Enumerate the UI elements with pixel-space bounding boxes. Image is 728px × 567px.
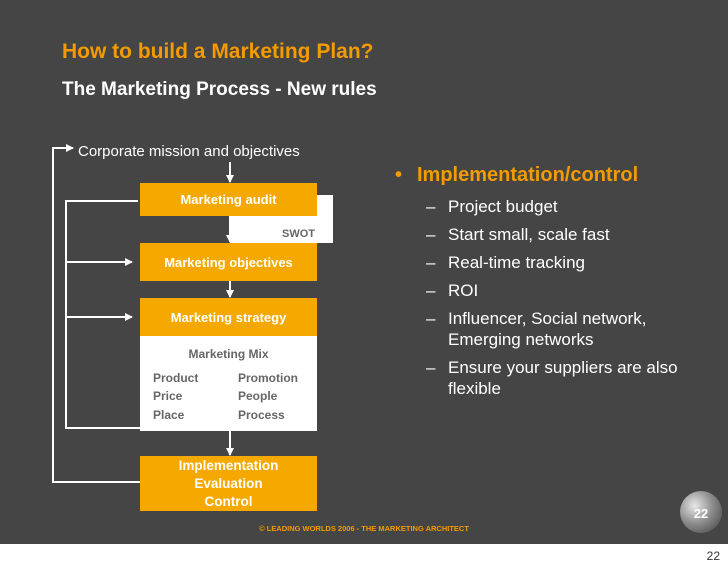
sub-bullet: –Real-time tracking [395,252,715,273]
marketing-strategy-label: Marketing strategy [170,309,287,325]
evaluation-label: Evaluation [194,475,263,491]
implementation-box: Implementation Evaluation Control [140,456,317,511]
sub-bullet: –Ensure your suppliers are also flexible [395,357,715,399]
bullet-list: •Implementation/control –Project budget … [395,164,715,399]
dash-icon: – [426,309,436,328]
process-connectors [52,144,234,483]
mix-item-price: Price [153,389,183,403]
control-label: Control [204,493,253,509]
marketing-mix-box: Marketing Mix Product Price Place Promot… [140,336,317,431]
dash-icon: – [426,358,436,377]
marketing-strategy-box: Marketing strategy [140,298,317,336]
corporate-mission-label: Corporate mission and objectives [78,143,300,160]
dash-icon: – [426,225,436,244]
slide-number: 22 [693,506,709,521]
marketing-audit-box: Marketing audit [140,183,317,216]
marketing-mix-title: Marketing Mix [188,347,269,361]
sub-bullet-text: Project budget [448,197,558,216]
sub-bullet: –Project budget [395,196,715,217]
sub-bullet: –Start small, scale fast [395,224,715,245]
mix-item-process: Process [238,408,285,422]
footer-copyright: © LEADING WORLDS 2006 - THE MARKETING AR… [259,524,469,533]
main-bullet-text: Implementation/control [417,164,639,186]
sub-bullet-text: Influencer, Social network, Emerging net… [448,309,647,349]
marketing-audit-label: Marketing audit [180,192,277,207]
dash-icon: – [426,281,436,300]
mix-item-people: People [238,389,278,403]
slide-title: How to build a Marketing Plan? [62,40,374,63]
main-bullet: • Implementation/control [395,164,715,187]
mix-item-promotion: Promotion [238,371,298,385]
sub-bullet-text: Real-time tracking [448,253,585,272]
implementation-label: Implementation [178,457,279,473]
sub-bullet-text: Start small, scale fast [448,225,610,244]
mix-item-place: Place [153,408,185,422]
slide: How to build a Marketing Plan? The Marke… [0,0,728,544]
swot-label: SWOT [282,228,315,240]
globe-icon: 22 [680,491,722,533]
sub-bullet-text: ROI [448,281,479,300]
sub-bullet: –ROI [395,280,715,301]
dash-icon: – [426,253,436,272]
page-number: 22 [706,549,720,563]
marketing-objectives-box: Marketing objectives [140,243,317,281]
sub-bullet-text: Ensure your suppliers are also flexible [448,358,678,398]
slide-subtitle: The Marketing Process - New rules [62,79,377,100]
sub-bullet: –Influencer, Social network, Emerging ne… [395,308,715,350]
marketing-objectives-label: Marketing objectives [164,254,293,270]
mix-item-product: Product [153,371,199,385]
dash-icon: – [426,197,436,216]
bullet-dot-icon: • [395,164,403,186]
